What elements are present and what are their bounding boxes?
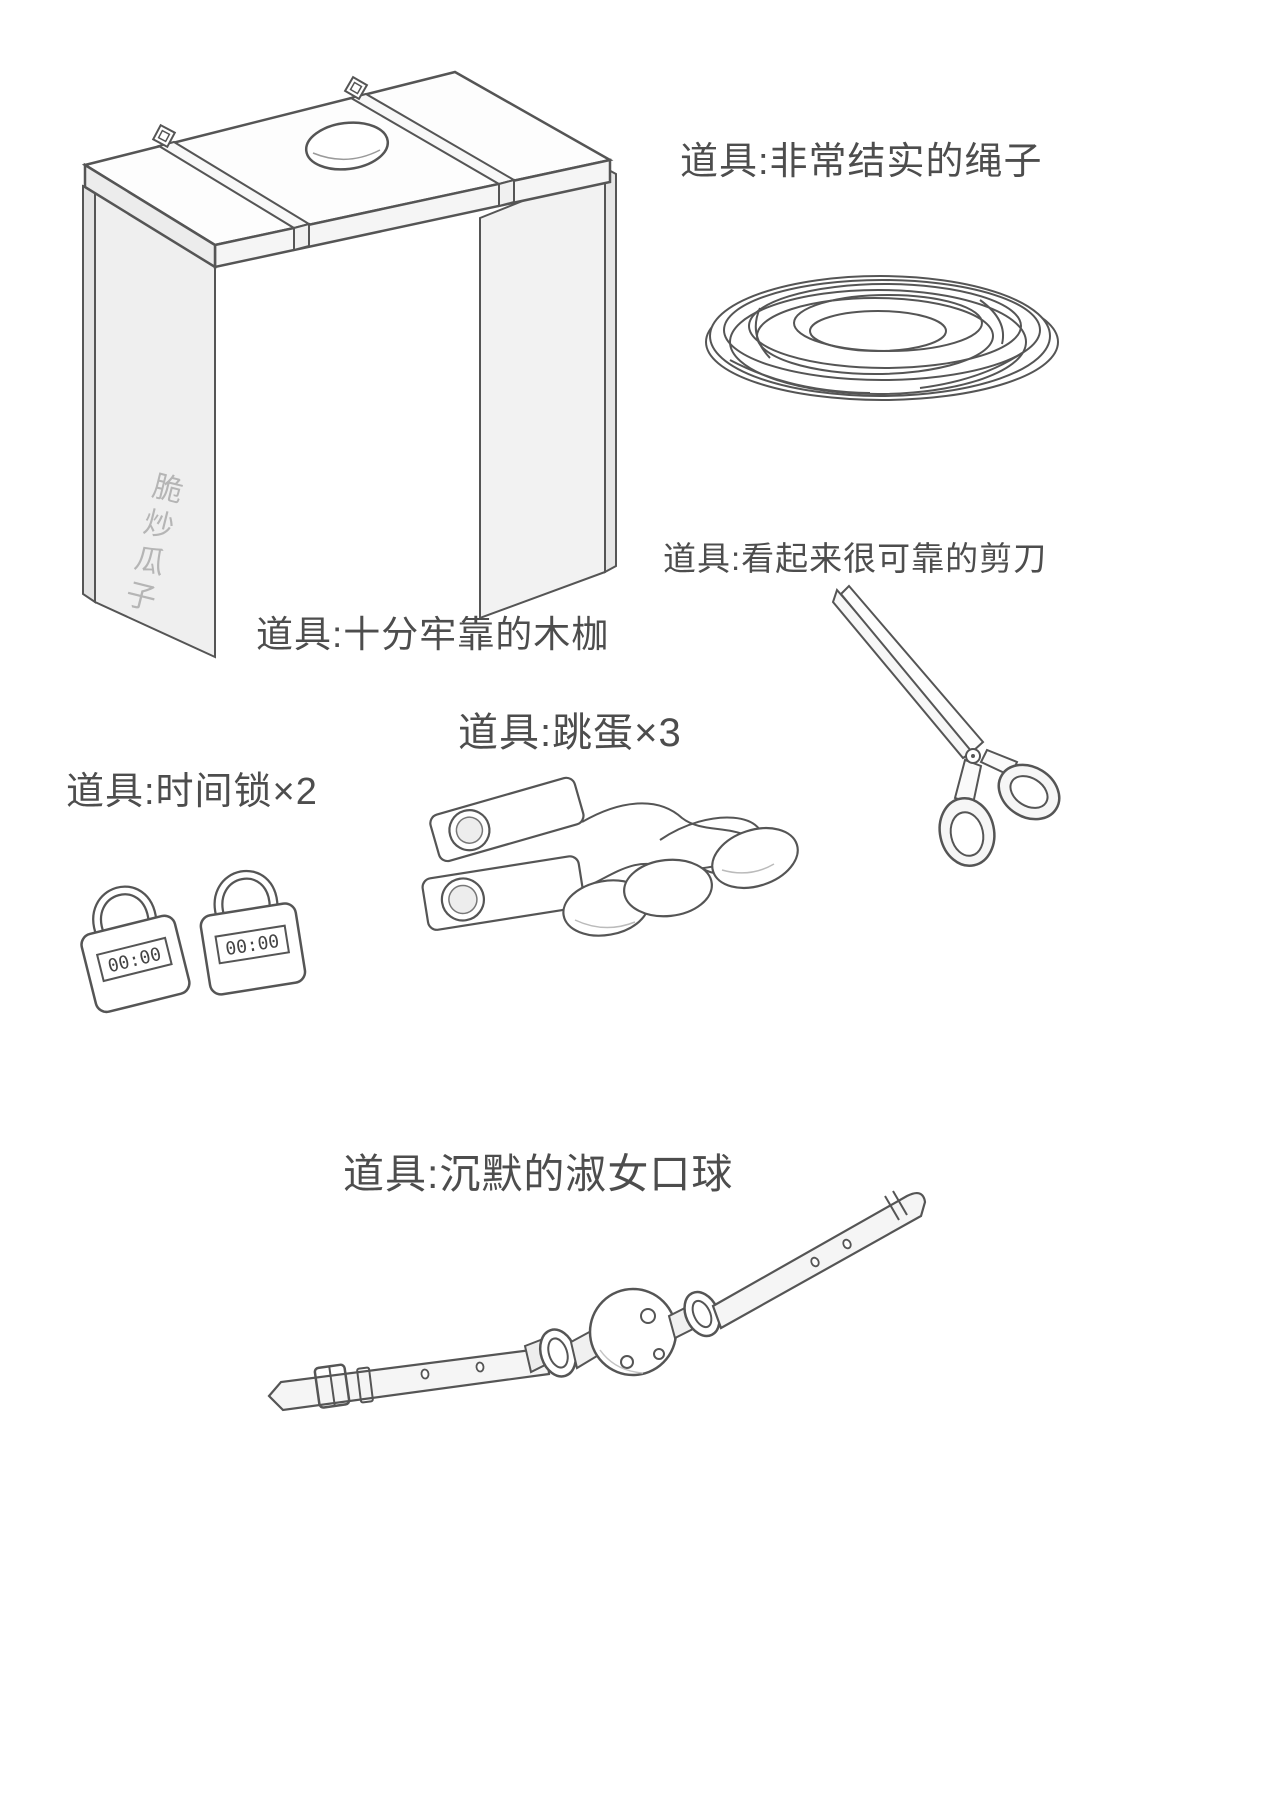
ball-gag-illustration bbox=[267, 1190, 927, 1412]
rope-coil-illustration bbox=[705, 275, 1059, 401]
wooden-stocks-illustration bbox=[81, 70, 617, 659]
time-locks-label: 道具:时间锁×2 bbox=[66, 771, 318, 813]
strap-buckle-icon bbox=[151, 123, 177, 149]
stocks-label: 道具:十分牢靠的木枷 bbox=[256, 614, 610, 655]
padlock: 00:00 bbox=[199, 869, 307, 996]
time-locks-illustration: 00:00 00:00 bbox=[80, 869, 307, 1014]
padlock: 00:00 bbox=[80, 885, 191, 1014]
eggs-label: 道具:跳蛋×3 bbox=[458, 711, 682, 755]
egg-remote bbox=[429, 776, 585, 863]
egg-remote bbox=[421, 855, 586, 931]
egg-vibrators-illustration bbox=[421, 776, 799, 937]
rope-label: 道具:非常结实的绳子 bbox=[680, 141, 1043, 183]
scissors-label: 道具:看起来很可靠的剪刀 bbox=[663, 540, 1048, 577]
strap-buckle-icon bbox=[313, 1363, 351, 1409]
scissors-illustration bbox=[831, 584, 1061, 867]
strap-buckle-icon bbox=[343, 75, 369, 101]
ball-gag-label: 道具:沉默的淑女口球 bbox=[343, 1151, 734, 1197]
